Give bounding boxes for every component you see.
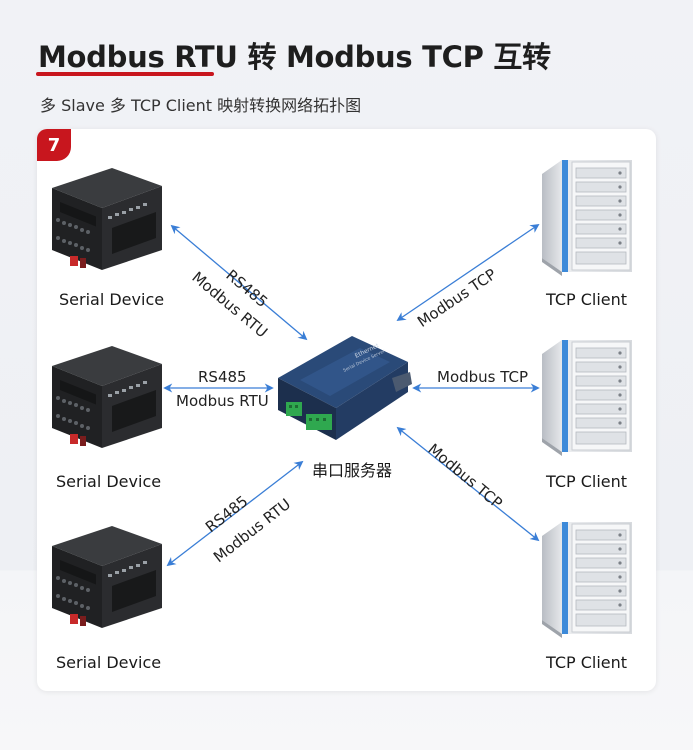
link-label-modbus-tcp-2: Modbus TCP xyxy=(437,368,529,386)
server-icon-3 xyxy=(541,521,633,639)
server-icon-1 xyxy=(541,159,633,277)
tcp-client-label-2: TCP Client xyxy=(546,472,628,491)
serial-device-icon-3 xyxy=(52,526,162,628)
serial-server-label: 串口服务器 xyxy=(312,461,393,480)
title-underline xyxy=(36,72,214,76)
server-icon-2 xyxy=(541,339,633,457)
link-right-1 xyxy=(396,223,540,322)
serial-device-icon-1 xyxy=(52,168,162,270)
tcp-client-label-1: TCP Client xyxy=(546,290,628,309)
tcp-client-label-3: TCP Client xyxy=(546,653,628,672)
link-right-3 xyxy=(396,426,540,542)
serial-device-label-1: Serial Device xyxy=(59,290,165,309)
link-label-rs485-2: RS485 xyxy=(198,368,247,386)
serial-server-device-icon: Ethernet Serial Device Server xyxy=(278,336,412,440)
step-badge: 7 xyxy=(37,129,71,161)
link-left-3 xyxy=(166,460,304,567)
link-label-modbus-rtu-2: Modbus RTU xyxy=(176,392,269,410)
serial-device-label-2: Serial Device xyxy=(56,472,162,491)
page-title: Modbus RTU 转 Modbus TCP 互转 xyxy=(38,40,551,74)
link-left-1 xyxy=(170,224,308,341)
page-subtitle: 多 Slave 多 TCP Client 映射转换网络拓扑图 xyxy=(40,96,362,115)
serial-device-label-3: Serial Device xyxy=(56,653,162,672)
serial-device-icon-2 xyxy=(52,346,162,448)
